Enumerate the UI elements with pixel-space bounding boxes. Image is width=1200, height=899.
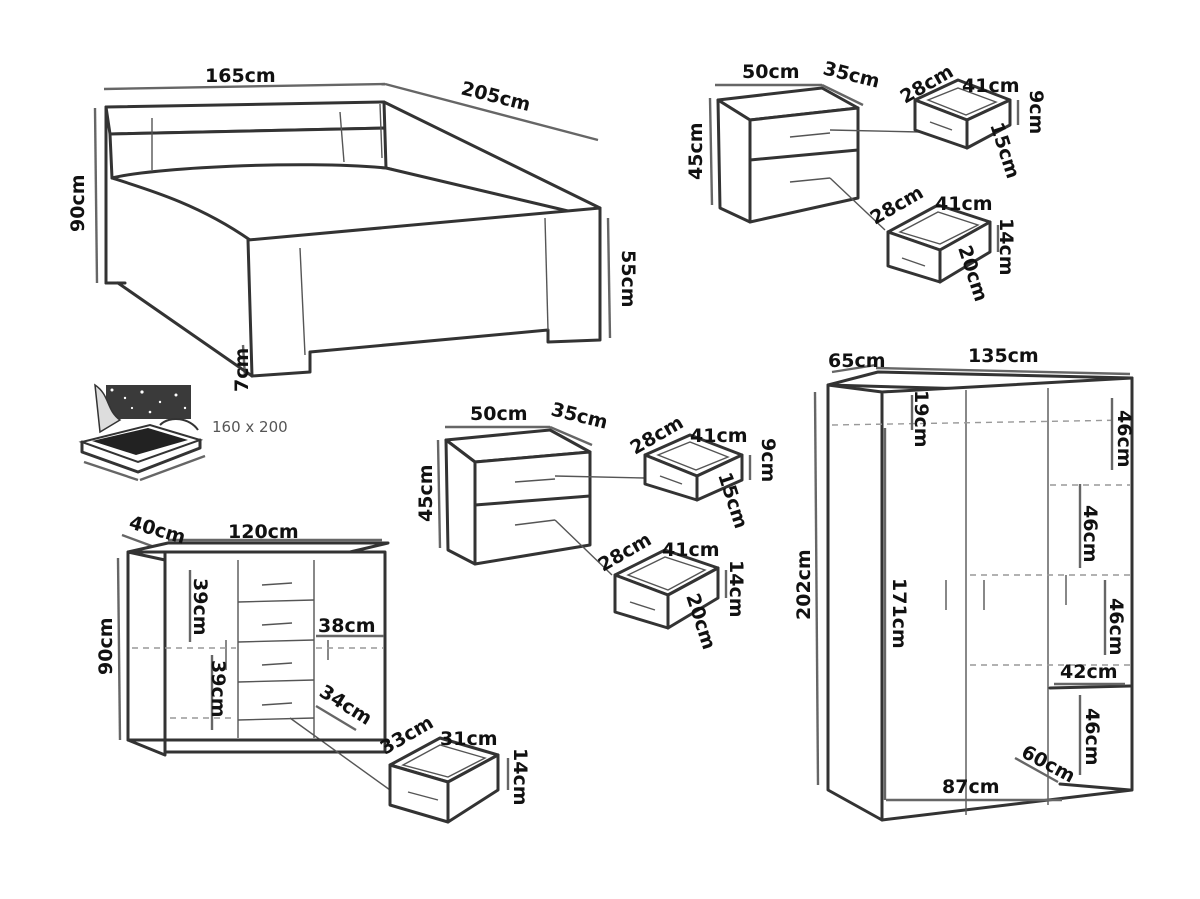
nst-small-drawer-width: 41cm: [962, 75, 1020, 97]
dresser-drawer-width-label: 31cm: [440, 728, 498, 750]
wardrobe-height-label: 202cm: [793, 549, 815, 620]
bed-drawing: [93, 82, 612, 378]
wardrobe-depth-label: 65cm: [828, 350, 886, 372]
dresser-drawer-height-label: 14cm: [509, 748, 531, 806]
wardrobe-shelf-2-label: 46cm: [1079, 505, 1101, 563]
nst-width-label: 50cm: [742, 61, 800, 83]
bed-head-height-label: 90cm: [67, 174, 89, 232]
mattress-size-label: 160 x 200: [212, 418, 288, 436]
wardrobe-inner-width-label: 42cm: [1060, 661, 1118, 683]
wardrobe-width-label: 135cm: [968, 345, 1039, 367]
nightstand-mid-drawing: [436, 425, 752, 630]
nsm-small-drawer-height: 9cm: [757, 438, 779, 482]
bed-length-label: 205cm: [459, 78, 533, 116]
wardrobe-top-shelf-label: 19cm: [910, 390, 932, 448]
nsm-large-drawer-width: 41cm: [662, 539, 720, 561]
dresser-width-label: 120cm: [228, 521, 299, 543]
wardrobe-shelf-4-label: 46cm: [1081, 708, 1103, 766]
mattress-icon: [78, 383, 206, 482]
dresser-depth-label: 40cm: [127, 512, 188, 549]
wardrobe-shelf-3-label: 46cm: [1105, 598, 1127, 656]
dresser-right-upper-label: 38cm: [318, 615, 376, 637]
nightstand-top-drawing: [708, 78, 1020, 284]
dresser-left-lower-label: 39cm: [207, 660, 229, 718]
dresser-drawing: [116, 533, 510, 824]
wardrobe-shelf-1-label: 46cm: [1113, 410, 1135, 468]
nst-height-label: 45cm: [685, 122, 707, 180]
bed-foot-height-label: 55cm: [617, 250, 639, 308]
nsm-width-label: 50cm: [470, 403, 528, 425]
nsm-large-drawer-height: 14cm: [725, 560, 747, 618]
nsm-height-label: 45cm: [415, 464, 437, 522]
dresser-left-upper-label: 39cm: [189, 578, 211, 636]
wardrobe-drawing: [813, 363, 1134, 822]
nst-depth-label: 35cm: [821, 58, 882, 93]
dresser-height-label: 90cm: [95, 617, 117, 675]
wardrobe-hanging-label: 171cm: [888, 578, 910, 649]
nst-small-drawer-height: 9cm: [1025, 90, 1047, 134]
nsm-small-drawer-width: 41cm: [690, 425, 748, 447]
wardrobe-bottom-width-label: 87cm: [942, 776, 1000, 798]
nst-large-drawer-width: 41cm: [935, 193, 993, 215]
nsm-small-drawer-front: 15cm: [713, 470, 752, 531]
nst-small-drawer-front: 15cm: [985, 120, 1024, 181]
bed-width-label: 165cm: [205, 65, 276, 87]
bed-leg-height-label: 7cm: [231, 348, 253, 392]
nsm-depth-label: 35cm: [549, 399, 610, 434]
nst-large-drawer-height: 14cm: [995, 218, 1017, 276]
